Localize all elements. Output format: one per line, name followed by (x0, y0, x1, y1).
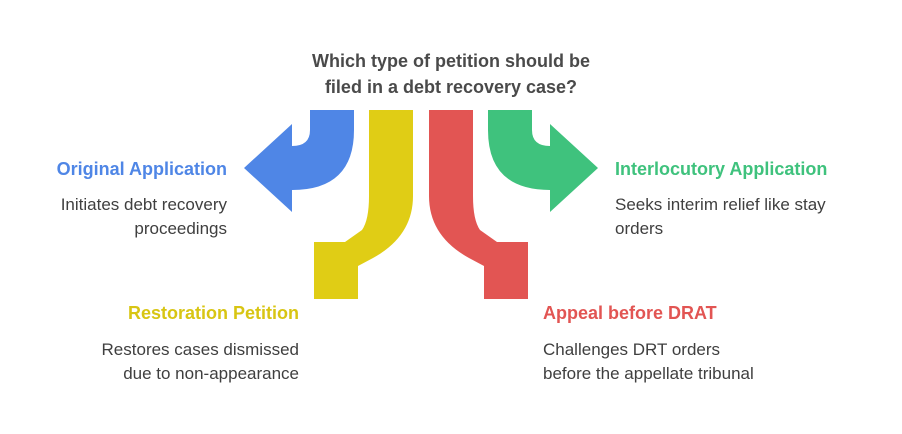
interlocutory-application-heading: Interlocutory Application (615, 159, 828, 179)
original-application-desc-line-2: proceedings (134, 219, 227, 238)
appeal-drat-desc-line-2: before the appellate tribunal (543, 364, 754, 383)
original-application-arrow (244, 110, 354, 212)
title-line-2: filed in a debt recovery case? (324, 77, 578, 97)
appeal-drat-arrow (429, 110, 528, 299)
interlocutory-application-arrow (488, 110, 598, 212)
original-application-heading: Original Application (56, 159, 227, 179)
restoration-petition-heading: Restoration Petition (127, 303, 299, 323)
appeal-drat-description: Challenges DRT orders before the appella… (543, 338, 843, 386)
appeal-drat-desc-line-1: Challenges DRT orders (543, 340, 721, 359)
restoration-petition-desc-line-1: Restores cases dismissed (101, 340, 299, 359)
diagram-title: Which type of petition should be filed i… (251, 48, 651, 100)
interlocutory-application-desc-line-1: Seeks interim relief like stay (615, 195, 826, 214)
original-application-description: Initiates debt recovery proceedings (20, 193, 227, 241)
restoration-petition-desc-line-2: due to non-appearance (123, 364, 299, 383)
interlocutory-application-description: Seeks interim relief like stay orders (615, 193, 885, 241)
restoration-petition-arrow (314, 110, 413, 299)
restoration-petition-description: Restores cases dismissed due to non-appe… (40, 338, 299, 386)
interlocutory-application-desc-line-2: orders (615, 219, 664, 238)
title-line-1: Which type of petition should be (312, 51, 590, 71)
appeal-drat-heading: Appeal before DRAT (543, 303, 717, 323)
original-application-desc-line-1: Initiates debt recovery (60, 195, 227, 214)
